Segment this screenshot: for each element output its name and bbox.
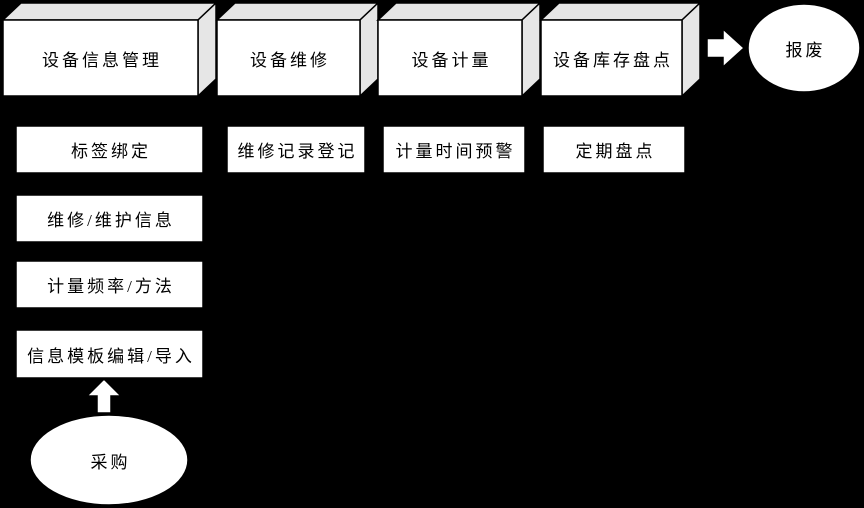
ellipse-purchase <box>29 414 189 506</box>
cube-equipment-metering <box>376 1 542 98</box>
block-arrow-up-icon <box>85 377 123 414</box>
box-metering-frequency-method <box>15 260 204 309</box>
cube-equipment-info-management <box>1 1 218 98</box>
box-periodic-inventory <box>542 125 686 174</box>
box-info-template-edit-import <box>15 329 204 379</box>
box-repair-record-registration <box>226 125 366 174</box>
cube-side-face <box>521 1 541 98</box>
box-label-binding <box>15 125 204 174</box>
cube-equipment-repair <box>215 1 380 98</box>
box-metering-time-warning <box>382 125 526 174</box>
cube-side-face <box>197 1 217 98</box>
cube-equipment-inventory-check <box>539 1 702 98</box>
box-repair-maintenance-info <box>15 194 204 243</box>
cube-side-face <box>359 1 379 98</box>
cube-top-face <box>215 2 380 21</box>
block-arrow-right-icon <box>706 27 746 69</box>
cube-front-face <box>377 19 523 97</box>
cube-front-face <box>540 19 683 97</box>
cube-top-face <box>1 2 218 21</box>
cube-front-face <box>2 19 199 97</box>
cube-front-face <box>216 19 361 97</box>
cube-top-face <box>376 2 542 21</box>
cube-side-face <box>681 1 701 98</box>
ellipse-scrap <box>747 3 861 93</box>
cube-top-face <box>539 2 702 21</box>
